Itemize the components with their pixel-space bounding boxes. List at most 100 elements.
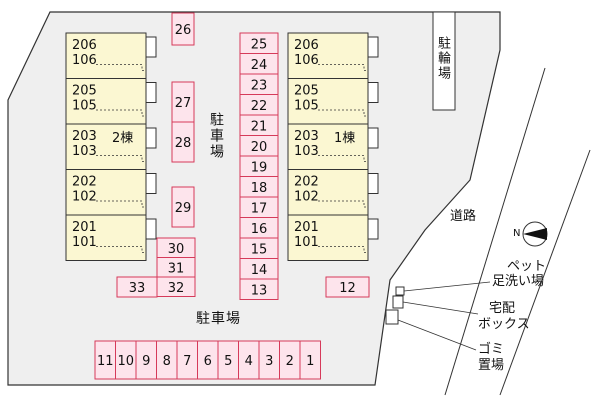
unit-block [287, 32, 369, 79]
unit-block [287, 78, 369, 125]
parking-slot-number: 23 [251, 78, 268, 93]
parking-slot-number: 32 [168, 281, 185, 296]
unit-number-lower: 105 [72, 99, 97, 114]
parking-slot-number: 21 [251, 119, 268, 134]
unit-number-upper: 202 [72, 175, 97, 190]
parking-slot-number: 15 [251, 242, 268, 257]
parking-slot [325, 276, 370, 298]
parking-slot-number: 29 [175, 201, 192, 216]
parking-slot-number: 9 [142, 354, 150, 369]
parking-slot-number: 2 [286, 354, 294, 369]
parking-slot-number: 10 [117, 354, 134, 369]
stair-block [367, 173, 379, 194]
stair-block [145, 218, 157, 240]
unit-number-upper: 206 [72, 38, 97, 53]
parking-slot [116, 276, 158, 298]
stair-block [367, 82, 379, 103]
parking-slot-number: 19 [251, 160, 268, 175]
unit-number-lower: 101 [294, 235, 319, 250]
unit-block [65, 169, 147, 216]
stair-block [367, 127, 379, 149]
balcony-line [318, 64, 368, 71]
delivery-box [392, 295, 404, 309]
parking-slot-number: 1 [306, 354, 314, 369]
stair-block [367, 218, 379, 240]
unit-block [65, 214, 147, 261]
parking-slot-number: 3 [265, 354, 273, 369]
stair-block [145, 82, 157, 103]
parking-slot-number: 33 [129, 281, 146, 296]
unit-number-upper: 205 [294, 84, 319, 99]
unit-number-lower: 103 [294, 144, 319, 159]
pet-leader-line [403, 281, 491, 292]
road-label: 道路 [450, 209, 477, 224]
parking-slot [171, 186, 195, 228]
pet-label-line1: ペット [507, 259, 547, 274]
unit-number-lower: 103 [72, 144, 97, 159]
parking-slot [239, 278, 279, 300]
parking-slot-number: 22 [251, 99, 268, 114]
trash-label-line2: 置場 [478, 358, 505, 373]
parking-slot [171, 12, 195, 46]
parking-slot-number: 14 [251, 263, 268, 278]
unit-number-lower: 106 [294, 53, 319, 68]
balcony-line [318, 200, 368, 208]
parking-slots: 2524232221201918171615141326272829303132… [94, 12, 370, 380]
building-name: 2棟 [112, 131, 133, 146]
unit-number-upper: 203 [72, 129, 97, 144]
balcony-line [96, 64, 146, 71]
parking-label-bottom: 駐車場 [196, 311, 241, 327]
delivery-label-line1: 宅配 [489, 301, 516, 316]
building-name: 1棟 [334, 131, 355, 146]
parking-slot-number: 11 [97, 354, 114, 369]
parking-slot-number: 24 [251, 58, 268, 73]
balcony-line [318, 155, 368, 162]
unit-block [65, 78, 147, 125]
balcony-line [318, 246, 368, 253]
unit-number-lower: 102 [72, 190, 97, 205]
parking-slot-number: 8 [163, 354, 171, 369]
parking-slot-number: 6 [204, 354, 212, 369]
parking-slot-number: 18 [251, 181, 268, 196]
parking-slot-number: 27 [175, 96, 192, 111]
pet-washing-box [395, 286, 405, 296]
parking-slot-number: 13 [251, 283, 268, 298]
delivery-leader-line [402, 301, 479, 315]
parking-slot-number: 30 [168, 242, 185, 257]
parking-slot-number: 20 [251, 140, 268, 155]
delivery-label-line2: ボックス [478, 317, 530, 332]
parking-slot-number: 16 [251, 222, 268, 237]
parking-slot-number: 12 [339, 281, 356, 296]
unit-block [287, 169, 369, 216]
unit-number-upper: 206 [294, 38, 319, 53]
bicycle-parking-area [432, 11, 456, 111]
unit-number-upper: 201 [294, 220, 319, 235]
parking-label-center: 駐車場 [208, 112, 224, 160]
balcony-line [96, 155, 146, 162]
parking-slot-number: 7 [183, 354, 191, 369]
bicycle-parking-label: 駐輪場 [435, 36, 450, 81]
road-edge-line [444, 67, 546, 396]
stair-block [145, 127, 157, 149]
parking-slot-number: 5 [224, 354, 232, 369]
balcony-line [96, 200, 146, 208]
unit-number-upper: 205 [72, 84, 97, 99]
parking-slot [171, 121, 195, 163]
parking-slot-number: 26 [175, 23, 192, 38]
unit-number-lower: 101 [72, 235, 97, 250]
stair-block [145, 36, 157, 58]
trash-leader-line [397, 319, 477, 351]
stair-block [367, 36, 379, 58]
unit-number-upper: 203 [294, 129, 319, 144]
stair-block [145, 173, 157, 194]
unit-number-upper: 201 [72, 220, 97, 235]
compass-icon [522, 221, 548, 247]
unit-number-lower: 105 [294, 99, 319, 114]
trash-label-line1: ゴミ [478, 342, 505, 357]
parking-slot-number: 31 [168, 261, 185, 276]
balcony-line [96, 246, 146, 253]
pet-label-line2: 足洗い場 [492, 274, 545, 289]
